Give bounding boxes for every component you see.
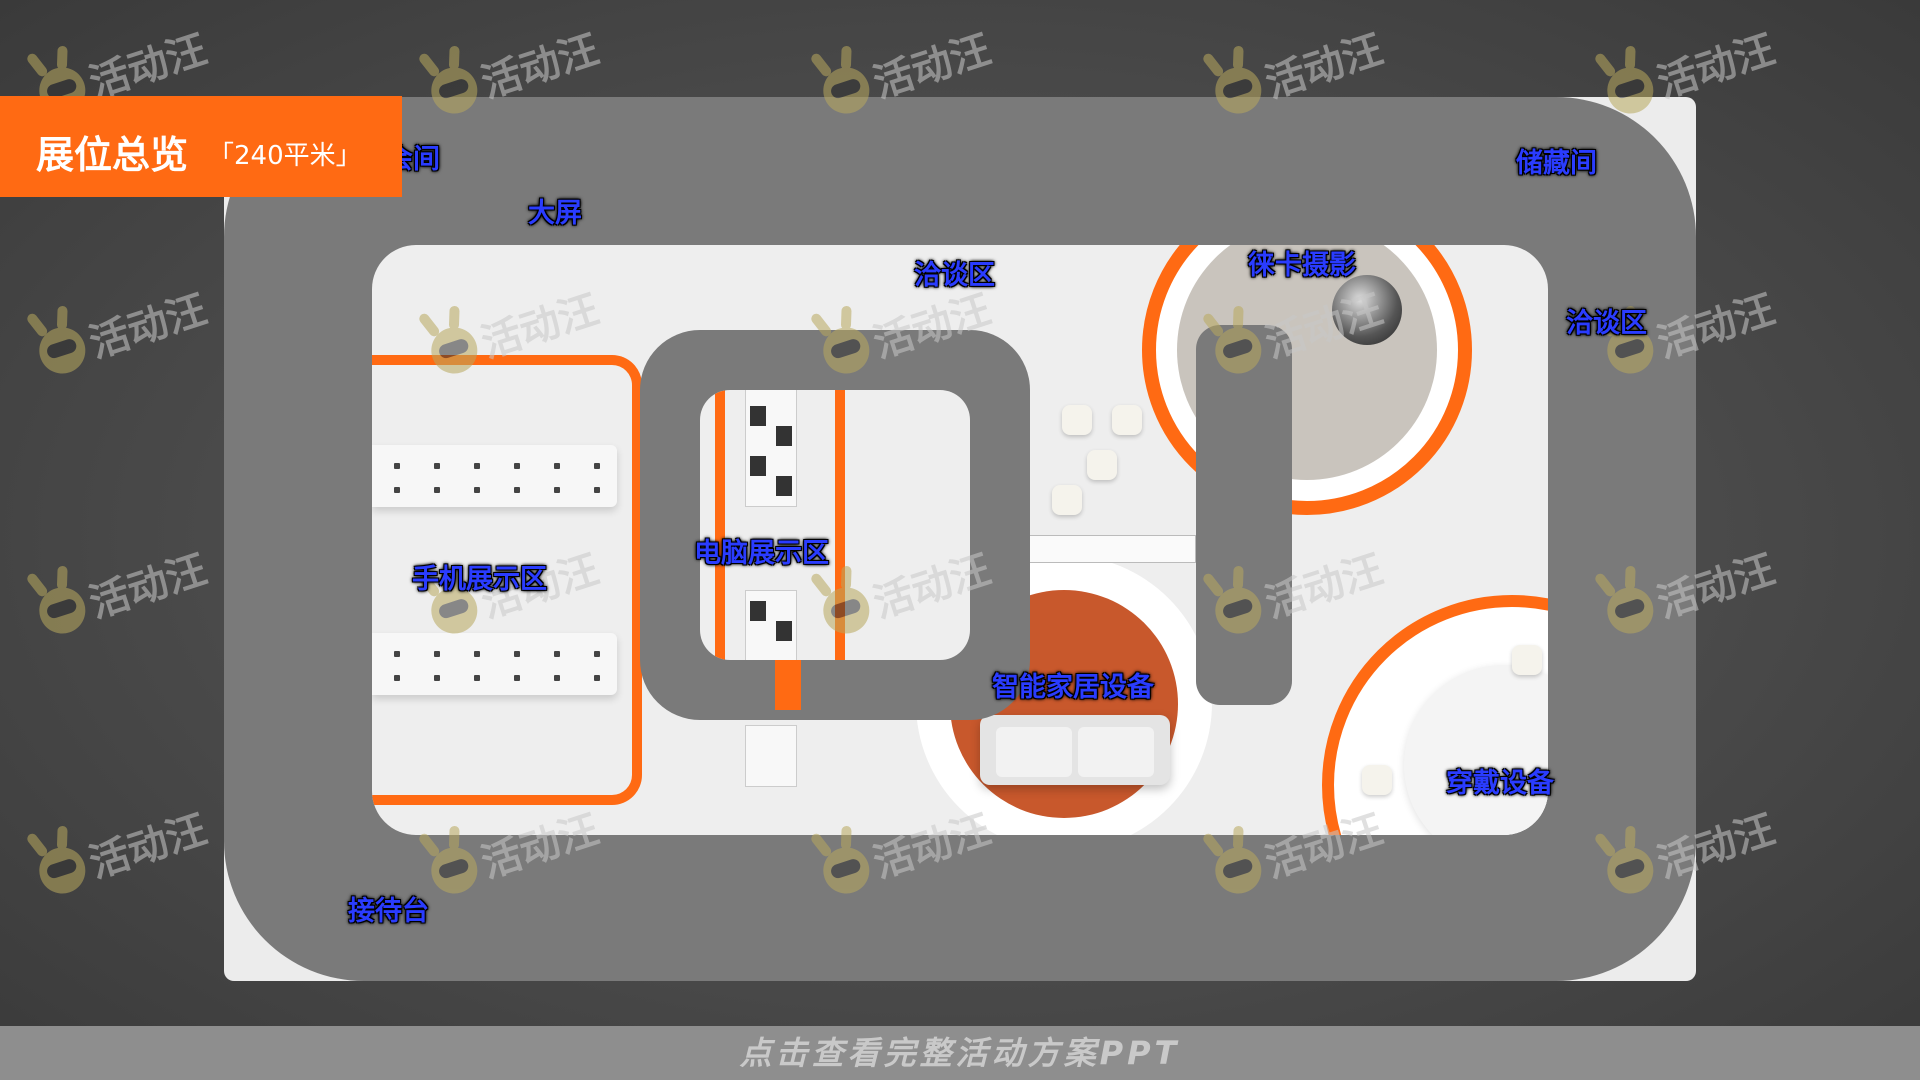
view-full-plan-link[interactable]: 点击查看完整活动方案PPT <box>739 1034 1181 1072</box>
lounge-chair <box>1052 485 1082 515</box>
photo-sphere <box>1332 275 1402 345</box>
sofa-seat <box>1078 727 1154 777</box>
phone-table <box>372 445 617 507</box>
pc-display-platform <box>715 390 845 660</box>
wearables-chair <box>1362 765 1392 795</box>
label-negotiation-top: 洽谈区 <box>914 260 995 291</box>
page-title: 展位总览 <box>36 133 189 177</box>
label-smart-home: 智能家居设备 <box>992 672 1154 703</box>
booth-floor <box>372 245 1548 835</box>
label-reception: 接待台 <box>348 896 429 927</box>
watermark: 活动汪 <box>11 773 220 917</box>
label-photo: 徕卡摄影 <box>1248 250 1356 281</box>
label-pc-display: 电脑展示区 <box>694 538 829 569</box>
footer-bar <box>0 1026 1920 1080</box>
right-walkway-pillar <box>1196 325 1292 705</box>
page-subtitle: 「240平米」 <box>208 141 362 171</box>
watermark: 活动汪 <box>11 513 220 657</box>
label-wearables: 穿戴设备 <box>1446 768 1554 799</box>
label-storage: 储藏间 <box>1516 148 1597 179</box>
lounge-chair <box>1062 405 1092 435</box>
phone-table <box>372 633 617 695</box>
lounge-chair <box>1112 405 1142 435</box>
pc-desk <box>745 590 797 660</box>
watermark: 活动汪 <box>11 253 220 397</box>
pc-desk <box>745 725 797 787</box>
wearables-chair <box>1512 645 1542 675</box>
phone-display-platform <box>372 355 642 805</box>
title-banner <box>0 96 402 197</box>
label-big-screen: 大屏 <box>528 198 582 229</box>
pc-display-floor <box>700 390 970 660</box>
label-negotiation-right: 洽谈区 <box>1566 308 1647 339</box>
pc-desk <box>745 390 797 507</box>
label-phone-display: 手机展示区 <box>412 564 547 595</box>
sofa-seat <box>996 727 1072 777</box>
pc-display-connector <box>775 660 801 710</box>
smart-home-counter <box>1024 535 1196 563</box>
lounge-chair <box>1087 450 1117 480</box>
